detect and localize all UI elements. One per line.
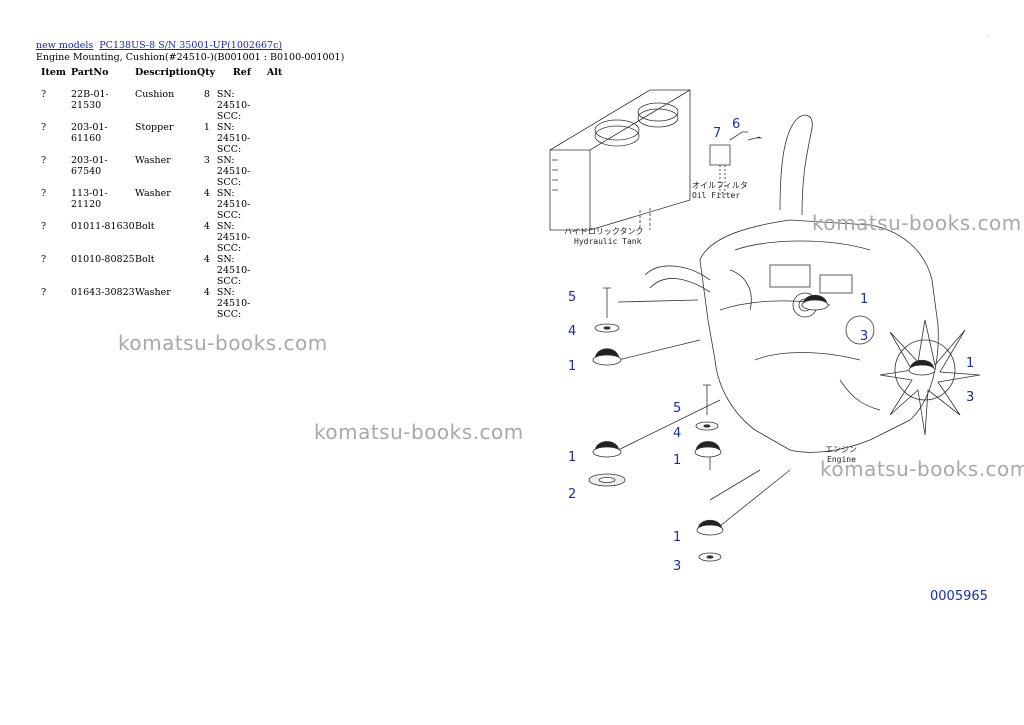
cell-partno: 203-01-61160 [71,122,108,144]
cell-item: ? [41,221,47,232]
cell-alt [267,122,287,155]
table-header-row: Item PartNo Description Qty Ref Alt [36,64,287,80]
cell-alt [267,254,287,287]
watermark: komatsu-books.com [118,331,328,355]
table-row: ? 203-01-61160 Stopper 1 SN: 24510-SCC: [36,122,287,155]
cell-qty: 4 [203,287,210,298]
parts-table: Item PartNo Description Qty Ref Alt ? 22… [36,64,287,321]
label-oil-filter-en: Oil Filter [692,191,740,200]
callout-3: 3 [673,559,681,574]
diagram-linework [549,89,981,531]
callout-1: 1 [673,453,681,468]
cell-ref: SN: 24510-SCC: [216,155,251,188]
cell-qty: 1 [203,122,210,133]
cell-alt [267,287,287,320]
callout-1: 1 [860,292,868,307]
breadcrumb-link-new-models[interactable]: new models [36,40,94,51]
table-row: ? 22B-01-21530 Cushion 8 SN: 24510-SCC: [36,80,287,122]
column-header-alt: Alt [266,66,283,78]
label-engine-jp: エンジン [825,445,857,454]
callout-6: 6 [732,117,740,132]
callout-5: 5 [568,290,576,305]
watermark: komatsu-books.com [812,211,1022,235]
cell-ref: SN: 24510-SCC: [216,287,251,320]
table-row: ? 01643-30823 Washer 4 SN: 24510-SCC: [36,287,287,320]
breadcrumb: new models PC138US-8 S/N 35001-UP(100266… [36,40,285,51]
cell-description: Stopper [135,122,174,133]
column-header-ref: Ref [232,66,251,78]
breadcrumb-link-model[interactable]: PC138US-8 S/N 35001-UP(1002667c) [99,40,283,51]
label-oil-filter-jp: オイルフィルタ [692,181,748,190]
callout-4: 4 [568,324,576,339]
figure-number: 0005965 [930,589,988,604]
column-header-description: Description [135,66,197,78]
watermark: komatsu-books.com [314,420,524,444]
cell-description: Cushion [135,89,175,100]
callout-1: 1 [568,359,576,374]
cell-item: ? [41,188,47,199]
cell-alt [267,188,287,221]
cell-description: Washer [135,155,171,166]
table-row: ? 01011-81630 Bolt 4 SN: 24510-SCC: [36,221,287,254]
cell-alt [267,221,287,254]
column-header-qty: Qty [196,66,216,78]
cell-qty: 4 [203,221,210,232]
callout-5: 5 [673,401,681,416]
table-row: ? 01010-80825 Bolt 4 SN: 24510-SCC: [36,254,287,287]
callout-1: 1 [673,530,681,545]
cell-ref: SN: 24510-SCC: [216,254,251,287]
cell-item: ? [41,89,47,100]
cell-item: ? [41,155,47,166]
callout-4: 4 [673,426,681,441]
watermark: komatsu-books.com [820,457,1024,481]
cell-ref: SN: 24510-SCC: [216,221,251,254]
stray-dot [987,36,988,37]
label-hydraulic-tank-en: Hydraulic Tank [574,237,642,246]
cell-description: Washer [135,287,171,298]
cell-partno: 01643-30823 [71,287,135,298]
cell-description: Bolt [135,221,155,232]
parts-diagram: 7 6 5 4 1 1 3 1 3 5 4 1 1 2 1 3 オイルフィルタ … [549,89,981,574]
cell-item: ? [41,287,47,298]
label-hydraulic-tank-jp: ハイドロリックタンク [564,227,644,236]
cell-ref: SN: 24510-SCC: [216,188,251,221]
column-header-partno: PartNo [71,66,109,78]
cell-item: ? [41,122,47,133]
cell-description: Bolt [135,254,155,265]
cell-item: ? [41,254,47,265]
callout-3: 3 [966,390,974,405]
cell-qty: 8 [203,89,210,100]
cell-qty: 4 [203,188,210,199]
diagram-parts [588,294,936,562]
callout-7: 7 [713,126,721,141]
callout-1: 1 [966,356,974,371]
cell-ref: SN: 24510-SCC: [216,122,251,155]
cell-partno: 01010-80825 [71,254,135,265]
cell-partno: 203-01-67540 [71,155,108,177]
callout-2: 2 [568,487,576,502]
cell-qty: 4 [203,254,210,265]
callout-1: 1 [568,450,576,465]
page-title: Engine Mounting, Cushion(#24510-)(B00100… [36,52,345,63]
callout-3: 3 [860,329,868,344]
table-row: ? 113-01-21120 Washer 4 SN: 24510-SCC: [36,188,287,221]
cell-partno: 22B-01-21530 [71,89,109,111]
cell-ref: SN: 24510-SCC: [216,89,251,122]
cell-alt [267,80,287,122]
label-engine-en: Engine [827,455,856,464]
column-header-item: Item [41,66,66,78]
table-row: ? 203-01-67540 Washer 3 SN: 24510-SCC: [36,155,287,188]
cell-partno: 113-01-21120 [71,188,108,210]
cell-alt [267,155,287,188]
cell-partno: 01011-81630 [71,221,135,232]
cell-qty: 3 [203,155,210,166]
cell-description: Washer [135,188,171,199]
